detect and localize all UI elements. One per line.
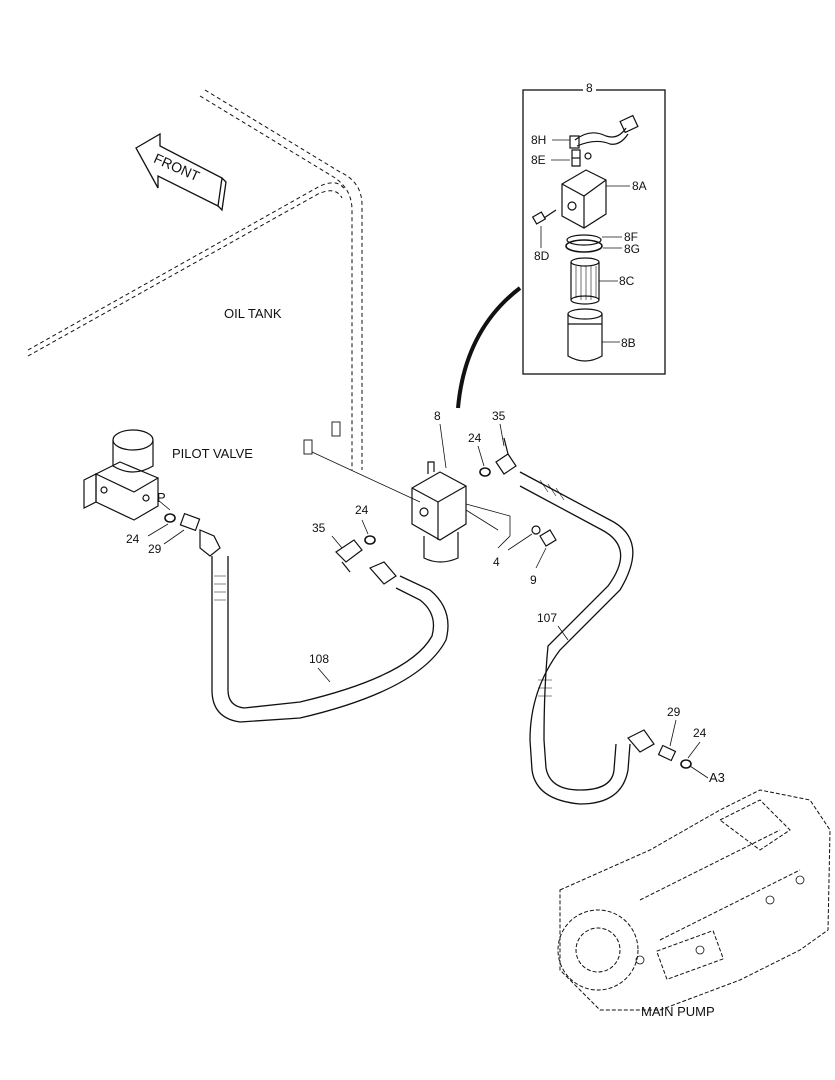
oil-tank-outline <box>27 89 363 470</box>
callout-4: 4 <box>493 555 500 569</box>
detail-part-8f: 8F <box>624 230 639 244</box>
main-pump-detail <box>635 875 805 965</box>
callout-35-mid: 35 <box>312 521 326 535</box>
bolt-9-icon <box>507 525 557 569</box>
detail-part-8d: 8D <box>534 249 550 263</box>
pilot-valve-icon <box>83 429 171 521</box>
callout-29-left: 29 <box>148 542 162 556</box>
fitting-right-icon <box>627 719 709 779</box>
callout-107: 107 <box>537 611 558 625</box>
callout-108: 108 <box>309 652 330 666</box>
detail-leader-curve <box>456 286 522 409</box>
hose-108-icon <box>211 556 449 723</box>
bolt-8d-icon <box>531 209 557 248</box>
callout-35-top: 35 <box>492 409 506 423</box>
hose-107-icon <box>519 471 634 805</box>
detail-part-8b: 8B <box>621 336 636 350</box>
main-pump-label: MAIN PUMP <box>641 1004 715 1019</box>
callout-24-right: 24 <box>693 726 707 740</box>
detail-title: 8 <box>583 82 596 94</box>
mount-bracket-icon <box>303 421 341 455</box>
detail-part-8e: 8E <box>531 153 546 167</box>
callout-24-mid: 24 <box>355 503 369 517</box>
o-ring-8f-icon <box>565 234 622 253</box>
callout-24-left: 24 <box>126 532 140 546</box>
filter-element-8c-icon <box>570 257 618 305</box>
wire-harness-icon <box>552 114 639 149</box>
detail-box <box>522 89 666 375</box>
main-pump-icon <box>557 789 831 1011</box>
plug-8e-icon <box>551 149 592 167</box>
fitting-mid-icon <box>331 519 397 585</box>
detail-part-8a: 8A <box>632 179 647 193</box>
callout-29-right: 29 <box>667 705 681 719</box>
port-p-label: P <box>157 490 166 505</box>
front-arrow-icon <box>135 132 227 212</box>
pilot-valve-label: PILOT VALVE <box>172 446 253 461</box>
filter-head-8a-icon <box>561 169 630 229</box>
port-a3-label: A3 <box>709 770 725 785</box>
callout-24-top: 24 <box>468 431 482 445</box>
fitting-top-icon <box>477 423 517 477</box>
callout-9: 9 <box>530 573 537 587</box>
detail-part-8c: 8C <box>619 274 635 288</box>
detail-part-8g: 8G <box>624 242 641 256</box>
filter-bowl-8b-icon <box>567 308 620 362</box>
fitting-left-icon <box>147 512 221 557</box>
oil-tank-label: OIL TANK <box>224 306 282 321</box>
callout-8: 8 <box>434 409 441 423</box>
line-filter-icon <box>311 423 511 563</box>
detail-part-8h: 8H <box>531 133 547 147</box>
